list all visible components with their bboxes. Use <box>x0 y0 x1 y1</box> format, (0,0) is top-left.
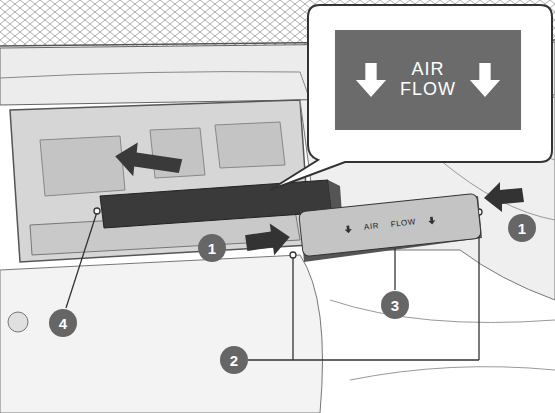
glove-box-opening <box>10 100 310 262</box>
leader-line <box>394 244 395 290</box>
callout-number: 4 <box>59 315 67 332</box>
down-arrow <box>470 63 500 97</box>
callout-circle: 4 <box>49 309 77 337</box>
inner-parts <box>40 122 285 196</box>
down-arrow-symbol <box>354 63 388 97</box>
footwell <box>0 255 323 413</box>
down-arrow <box>428 216 436 225</box>
callout-number: 2 <box>230 352 238 369</box>
callout-circle: 2 <box>220 346 248 374</box>
callout-circle: 1 <box>198 234 226 262</box>
leader-dot <box>290 252 296 258</box>
leader-line <box>66 212 97 308</box>
down-arrow-symbol <box>427 216 436 225</box>
zoom-bubble <box>270 5 552 190</box>
down-arrow <box>356 63 386 97</box>
knob <box>8 312 28 332</box>
callout-number: 3 <box>391 297 399 314</box>
leader-dot <box>94 208 100 214</box>
cabin-filter <box>100 180 332 228</box>
seat-contour <box>330 300 555 380</box>
callout-circle: 3 <box>381 291 409 319</box>
push-arrow <box>244 221 292 259</box>
airflow-text: AIR <box>364 222 380 232</box>
airflow-label-magnified: AIR FLOW <box>335 30 521 130</box>
down-arrow-symbol <box>344 225 353 234</box>
down-arrow <box>344 225 352 234</box>
callout-number: 1 <box>518 220 526 237</box>
filter-cover-plate: AIR FLOW <box>298 193 482 258</box>
callout-circle: 1 <box>508 214 536 242</box>
down-arrow-symbol <box>468 63 502 97</box>
dash-line <box>0 72 310 100</box>
airflow-text: AIR FLOW <box>400 60 456 100</box>
airflow-text: FLOW <box>390 218 416 229</box>
push-arrow <box>484 182 524 212</box>
direction-arrow <box>113 140 183 181</box>
callout-number: 1 <box>208 240 216 257</box>
